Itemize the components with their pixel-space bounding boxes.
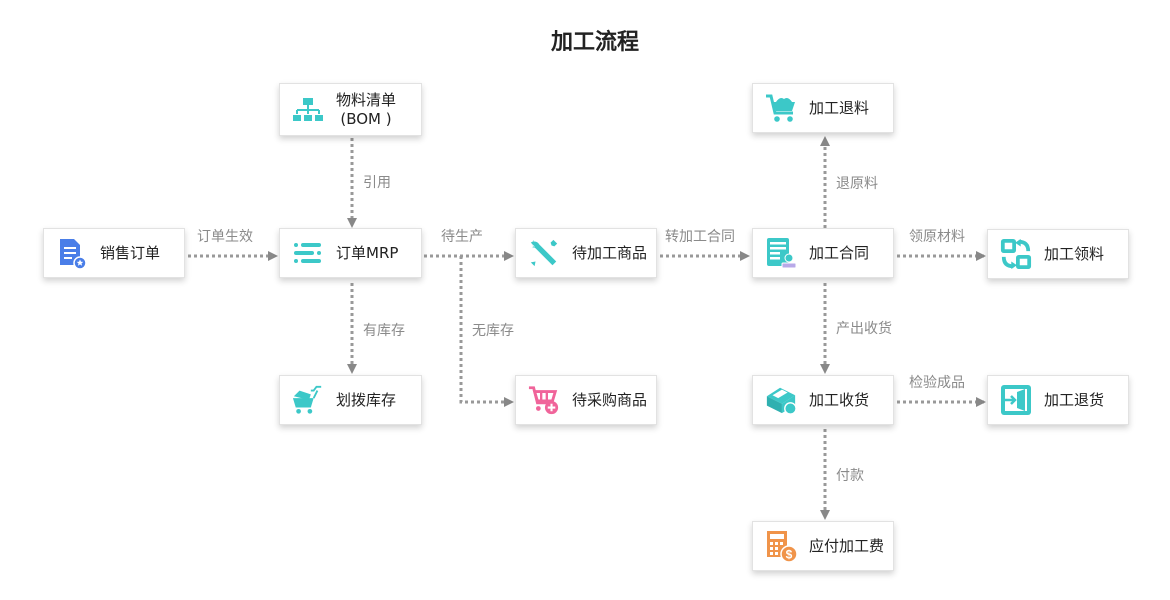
tools-icon (528, 237, 560, 269)
node-processing-contract[interactable]: 加工合同 (752, 228, 894, 278)
edge-label-payment: 付款 (836, 468, 864, 484)
node-label: 应付加工费 (809, 536, 885, 555)
node-label-line2: (BOM ) (340, 109, 392, 128)
edge-label-inspect-product: 检验成品 (909, 375, 965, 391)
node-label: 加工退料 (809, 98, 870, 117)
node-to-purchase-goods[interactable]: 待采购商品 (515, 375, 657, 425)
node-label-line1: 物料清单 (336, 90, 397, 109)
node-label: 划拨库存 (336, 390, 397, 409)
node-label: 加工领料 (1044, 244, 1105, 263)
box-icon (765, 384, 797, 416)
edge-label-pick-raw: 领原材料 (909, 229, 965, 245)
node-to-process-goods[interactable]: 待加工商品 (515, 228, 657, 278)
node-payable-processing-fee[interactable]: $ 应付加工费 (752, 521, 894, 571)
edge-label-to-produce: 待生产 (441, 229, 483, 245)
node-label: 待加工商品 (572, 243, 648, 262)
node-transfer-stock[interactable]: 划拨库存 (279, 375, 422, 425)
edge-label-return-raw: 退原料 (836, 176, 878, 192)
node-processing-receipt[interactable]: 加工收货 (752, 375, 894, 425)
edge-label-reference: 引用 (363, 175, 391, 191)
node-label: 加工退货 (1044, 390, 1105, 409)
node-label: 物料清单 (BOM ) (336, 91, 396, 129)
node-label: 订单MRP (336, 243, 399, 262)
hierarchy-icon (292, 94, 324, 126)
edge-label-order-create: 订单生效 (197, 229, 253, 245)
node-processing-return-material[interactable]: 加工退料 (752, 83, 894, 133)
edge-label-output-receipt: 产出收货 (836, 321, 892, 337)
edge-label-in-stock: 有库存 (363, 323, 405, 339)
node-label: 加工合同 (809, 243, 870, 262)
node-label: 待采购商品 (572, 390, 648, 409)
exchange-icon (1000, 238, 1032, 270)
svg-text:$: $ (786, 548, 793, 562)
node-order-mrp[interactable]: 订单MRP (279, 228, 422, 278)
contract-stamp-icon (765, 237, 797, 269)
node-processing-pick-material[interactable]: 加工领料 (987, 229, 1129, 279)
edge-mrp-to-purchase (459, 256, 514, 407)
cart-icon (765, 92, 797, 124)
cart-add-icon (528, 384, 560, 416)
calculator-dollar-icon: $ (765, 530, 797, 563)
node-label: 销售订单 (100, 243, 161, 262)
document-star-icon (56, 237, 88, 269)
node-processing-return-goods[interactable]: 加工退货 (987, 375, 1129, 425)
edge-label-to-contract: 转加工合同 (665, 229, 735, 245)
edge-label-out-of-stock: 无库存 (472, 323, 514, 339)
node-label: 加工收货 (809, 390, 870, 409)
cart-full-icon (292, 384, 324, 416)
node-sales-order[interactable]: 销售订单 (43, 228, 185, 278)
page-title: 加工流程 (550, 30, 639, 55)
node-bom[interactable]: 物料清单 (BOM ) (279, 83, 422, 136)
list-icon (292, 237, 324, 269)
import-icon (1000, 384, 1032, 416)
